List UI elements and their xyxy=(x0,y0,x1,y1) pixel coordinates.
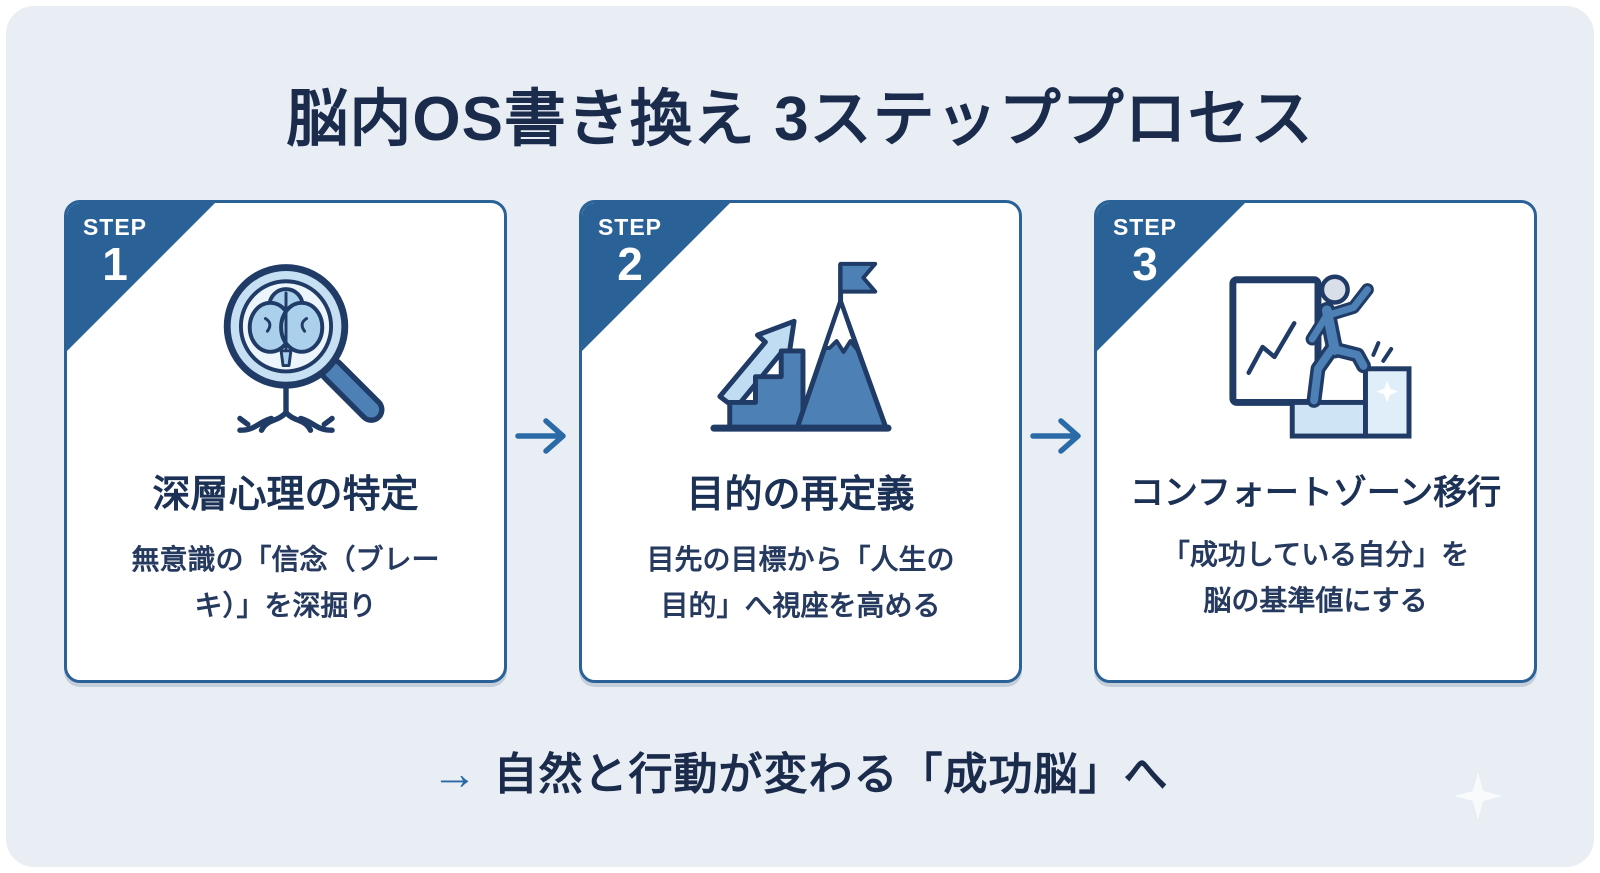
footer-arrow-icon: → xyxy=(431,747,478,799)
step-card-1: STEP 1 xyxy=(64,200,507,683)
step-1-heading: 深層心理の特定 xyxy=(152,474,419,516)
step-card-3: STEP 3 xyxy=(1094,200,1537,683)
footer-text: 自然と行動が変わる「成功脳」へ xyxy=(493,750,1169,799)
steps-row: STEP 1 xyxy=(64,200,1537,683)
step-2-heading: 目的の再定義 xyxy=(686,474,915,516)
page-title: 脳内OS書き換え 3ステッププロセス xyxy=(286,85,1314,154)
step-3-description: 「成功している自分」を 脳の基準値にする xyxy=(1161,539,1470,617)
step-2-badge-number: 2 xyxy=(617,238,643,291)
step-3-heading: コンフォートゾーン移行 xyxy=(1129,474,1502,512)
step-1-badge-number: 1 xyxy=(102,238,128,291)
sparkle-icon xyxy=(1452,770,1504,827)
step-3-badge-label: STEP xyxy=(1112,214,1178,240)
step-card-2: STEP 2 目的の再定義 目先の目標から「人生の xyxy=(579,200,1022,683)
step-2-description: 目先の目標から「人生の 目的」へ視座を高める xyxy=(646,543,955,621)
stairs-mountain-flag-icon xyxy=(702,252,900,447)
step-1-description: 無意識の「信念（ブレー キ）」を深掘り xyxy=(131,543,440,621)
step-3-badge-number: 3 xyxy=(1132,238,1158,291)
person-stepping-up-icon xyxy=(1217,254,1415,447)
connector-arrow-icon xyxy=(514,411,572,466)
step-2-badge-label: STEP xyxy=(597,214,663,240)
connector-arrow-icon xyxy=(1029,411,1087,466)
footer-tagline: → 自然と行動が変わる「成功脳」へ xyxy=(0,738,1600,802)
magnifier-brain-roots-icon xyxy=(183,244,389,447)
step-1-badge-label: STEP xyxy=(82,214,148,240)
